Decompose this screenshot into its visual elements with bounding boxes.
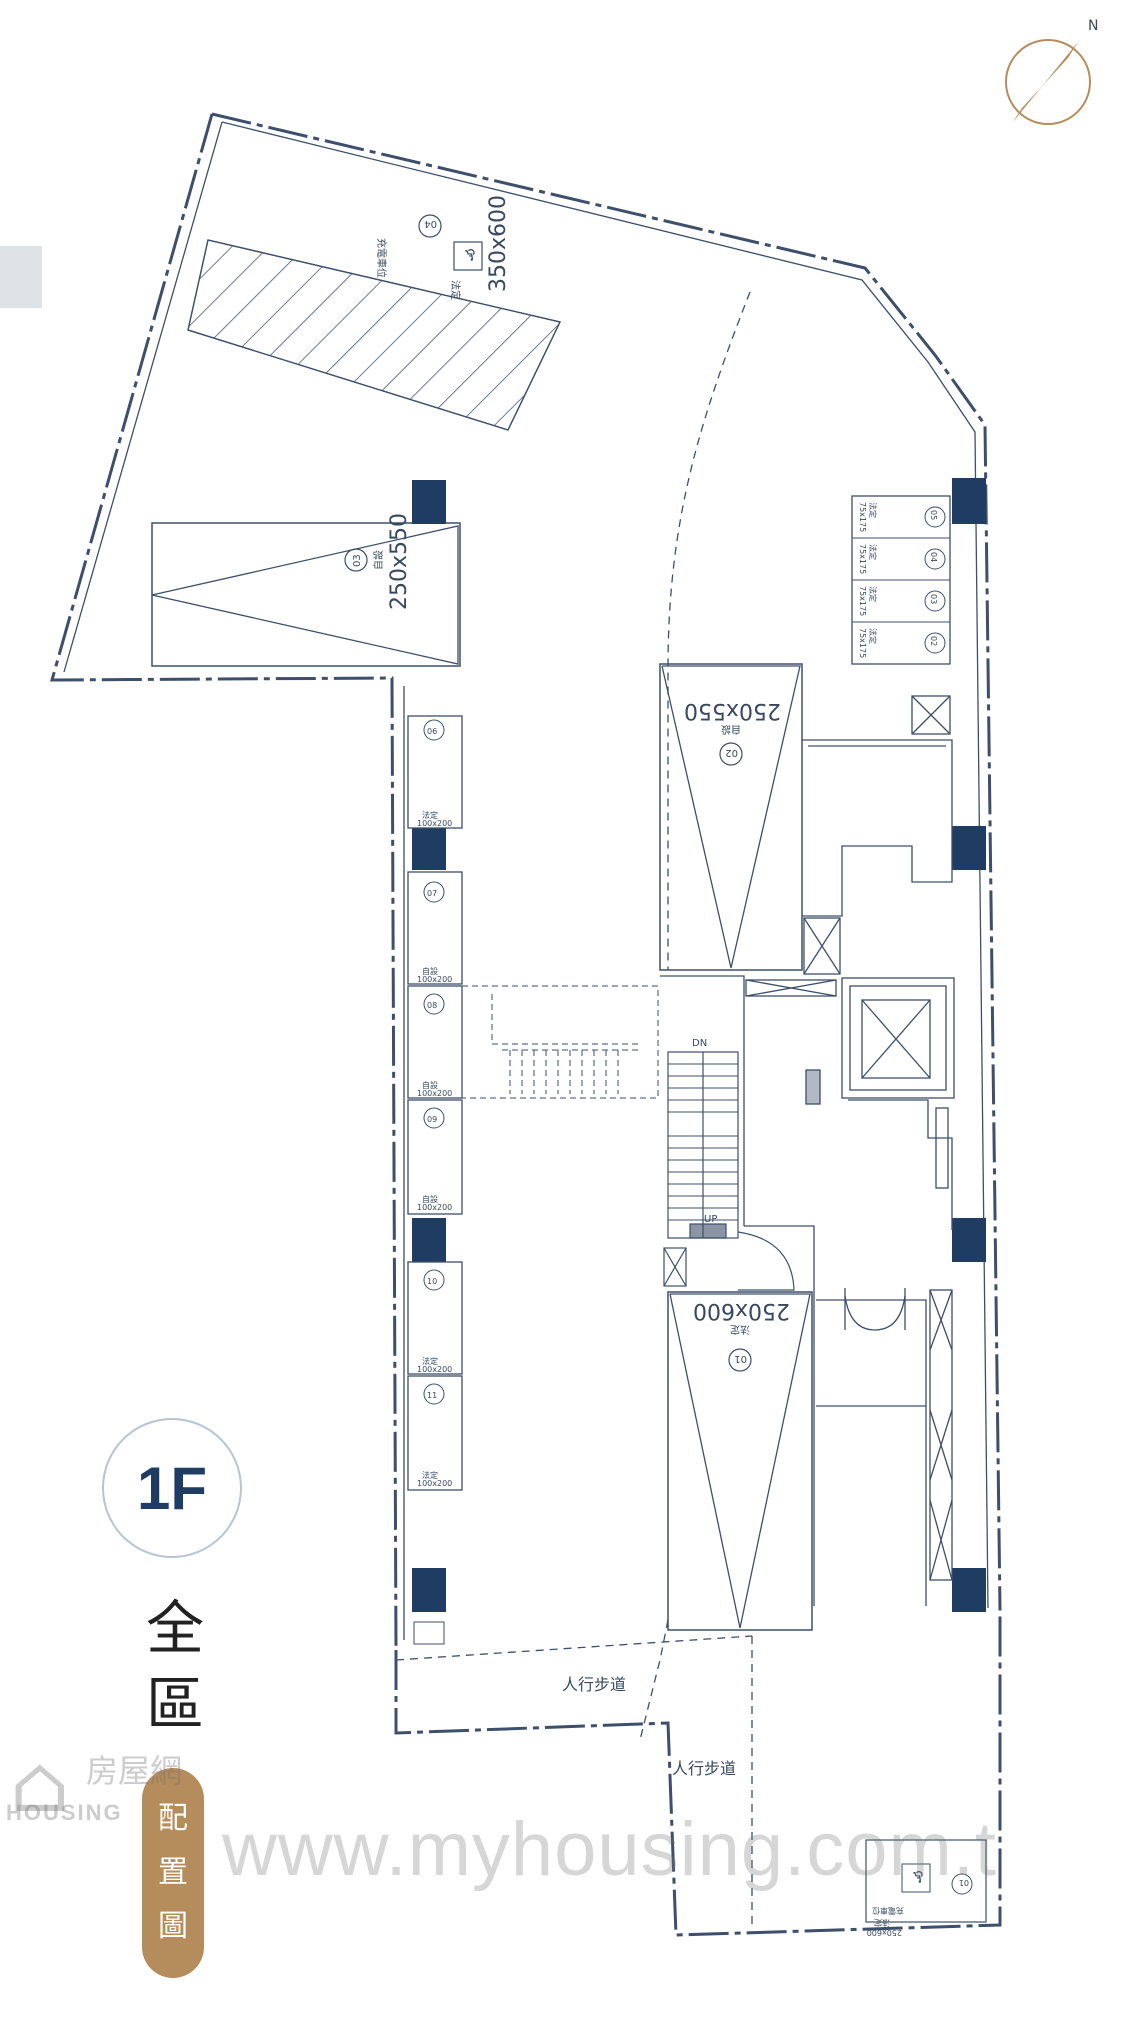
logo-glyph-icon: ⌂ [10, 1740, 70, 1830]
bike-size-1: 100x200 [417, 975, 452, 984]
moto-num-1: 04 [929, 552, 938, 562]
parking-02-kind: 自設 [721, 723, 741, 736]
stair [663, 1051, 795, 1291]
bike-kind-3: 自設 [422, 1194, 438, 1204]
parking-04-num: 04 [424, 218, 437, 229]
bike-bays [407, 715, 463, 1491]
swatch-decoration [0, 246, 42, 308]
corner-parking-kind: 法定 [874, 1918, 890, 1928]
compass-needle [1013, 42, 1078, 122]
moto-size-2: 75x175 [858, 586, 867, 616]
watermark-logo: ⌂ 房屋網 HOUSING [0, 1740, 210, 1830]
stair-up-label: UP [704, 1214, 717, 1225]
parking-01-num: 01 [734, 1353, 747, 1364]
parking-04-size: 350x600 [486, 195, 511, 292]
parking-02-num: 02 [725, 747, 738, 758]
watermark-url: www.myhousing.com.t [222, 1807, 998, 1892]
walkway-label-2: 人行步道 [672, 1759, 736, 1778]
bike-num-4: 10 [427, 1277, 437, 1286]
title-char-0: 全 [145, 1594, 204, 1662]
moto-kind-0: 法定 [868, 502, 878, 518]
moto-size-1: 75x175 [858, 544, 867, 574]
bike-kind-1: 自設 [422, 966, 438, 976]
corner-accessible-icon: ♿ [911, 1867, 925, 1886]
bike-size-3: 100x200 [417, 1203, 452, 1212]
moto-kind-1: 法定 [868, 544, 878, 560]
parking-01: 250x600 法定 01 [667, 1291, 813, 1631]
corner-parking-note: 充電車位 [872, 1906, 904, 1916]
bike-num-3: 09 [427, 1115, 437, 1124]
parking-01-kind: 法定 [730, 1323, 750, 1336]
bike-size-2: 100x200 [417, 1089, 452, 1098]
title-pill: 配 置 圖 [142, 1768, 204, 1978]
parking-02: 250x550 自設 02 [659, 663, 803, 971]
corner-parking-01: 01 ♿ 充電車位 法定 250x600 [865, 1839, 987, 1937]
compass-north-label: N [1088, 18, 1098, 34]
pill-char-0: 配 [158, 1801, 188, 1836]
corner-parking-size: 250x600 [867, 1928, 902, 1937]
utility-box [413, 1621, 445, 1645]
bike-num-0: 06 [427, 727, 437, 736]
bike-size-0: 100x200 [417, 819, 452, 828]
parking-04-note: 充電車位 [375, 238, 388, 278]
logo-en: HOUSING [6, 1800, 123, 1825]
structural-columns [412, 478, 986, 1612]
motorcycle-spaces: 05 04 03 02 法定 75x175 法定 75x175 法定 75x17… [851, 495, 951, 665]
walkway-label-1: 人行步道 [562, 1675, 626, 1694]
moto-num-0: 05 [929, 510, 938, 520]
floor-badge: 1F [102, 1418, 242, 1558]
parking-03: 03 自設 250x550 [151, 513, 461, 667]
bike-size-5: 100x200 [417, 1479, 452, 1488]
parking-04-zone: 350x600 04 ♿ 充電車位 法定 [187, 195, 561, 431]
parking-03-kind: 自設 [372, 550, 385, 570]
bike-kind-0: 法定 [422, 810, 438, 820]
bike-num-2: 08 [427, 1001, 437, 1010]
moto-kind-3: 法定 [868, 628, 878, 644]
parking-01-size: 250x600 [693, 1298, 790, 1323]
parking-04-kind: 法定 [449, 280, 462, 300]
bike-kind-4: 法定 [422, 1356, 438, 1366]
pill-char-1: 置 [158, 1855, 188, 1890]
title-block: 全 區 [140, 1590, 210, 1742]
corner-parking-num: 01 [959, 1878, 969, 1887]
logo-cn: 房屋網 [86, 1752, 183, 1790]
parking-02-size: 250x550 [684, 698, 781, 723]
bike-size-4: 100x200 [417, 1365, 452, 1374]
bike-num-1: 07 [427, 889, 437, 898]
title-char-1: 區 [145, 1670, 204, 1738]
stair-down-label: DN [692, 1038, 707, 1049]
parking-04-accessible-icon: ♿ [463, 245, 477, 264]
moto-size-0: 75x175 [858, 502, 867, 532]
site-boundary [50, 112, 1002, 1937]
parking-03-num: 03 [352, 554, 363, 567]
moto-num-3: 02 [929, 636, 938, 646]
bike-kind-5: 法定 [422, 1470, 438, 1480]
compass-ring [1005, 39, 1091, 125]
driveway-line [395, 291, 753, 1930]
building-core [660, 695, 955, 1606]
bike-num-5: 11 [427, 1391, 437, 1400]
pill-char-2: 圖 [158, 1909, 188, 1944]
parking-03-size: 250x550 [387, 513, 412, 610]
bike-kind-2: 自設 [422, 1080, 438, 1090]
moto-num-2: 03 [929, 594, 938, 604]
moto-kind-2: 法定 [868, 586, 878, 602]
compass: N [1005, 18, 1098, 125]
upper-stair-outline [461, 985, 659, 1099]
moto-size-3: 75x175 [858, 628, 867, 658]
